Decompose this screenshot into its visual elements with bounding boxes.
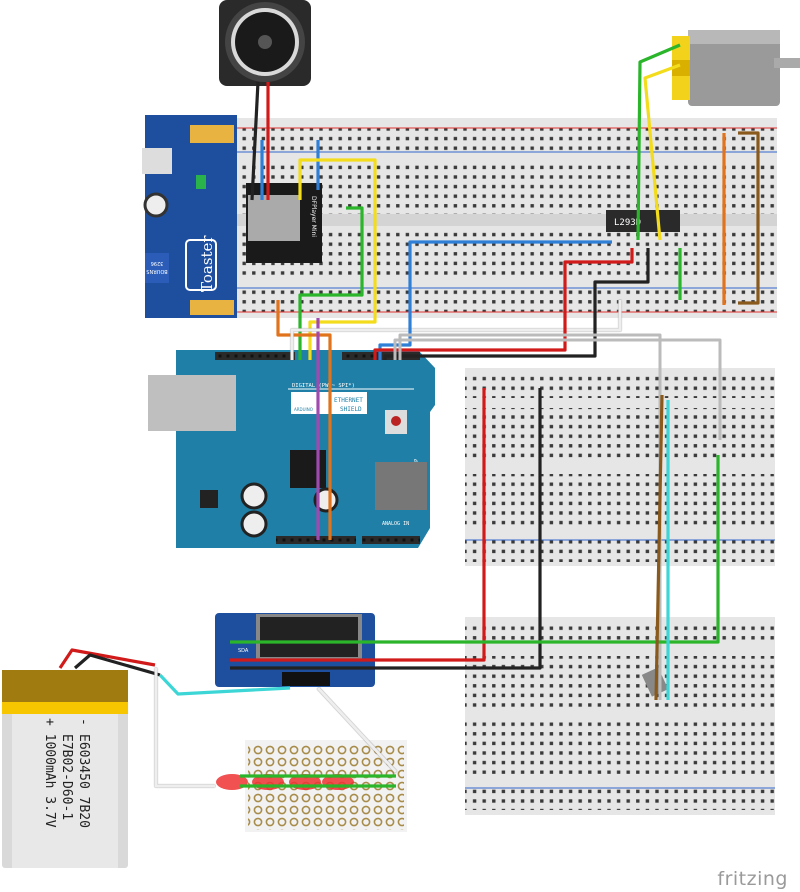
wire-brown-pot[interactable]: [654, 394, 664, 701]
l293d-label: L293D: [614, 218, 641, 228]
dc-motor[interactable]: [672, 30, 800, 106]
shield-title-2: SHIELD: [340, 406, 362, 413]
motor-wire-green[interactable]: [636, 43, 681, 241]
breadboard-top: [237, 118, 777, 318]
pot-label-model: 3296: [151, 260, 164, 266]
battery-wire-red[interactable]: [58, 648, 156, 669]
wire-orange-a[interactable]: [276, 300, 332, 540]
wire-black-l293[interactable]: [383, 248, 650, 360]
fritzing-logo: fritzing: [717, 868, 788, 890]
l293d-chip[interactable]: L293D: [606, 210, 680, 232]
battery-line-1: E603450 7B20: [76, 734, 91, 828]
battery-minus: -: [76, 718, 91, 726]
wire-white-batt[interactable]: [154, 668, 215, 788]
wire-green-oled[interactable]: [230, 455, 720, 644]
speaker-wire-black[interactable]: [250, 81, 260, 201]
arduino-brand: ARDUINO: [294, 407, 313, 412]
wire-white-oled[interactable]: [316, 686, 398, 774]
battery-line-3: + 1000mAh 3.7V: [42, 718, 57, 828]
toaster-brand: Toaster: [198, 235, 216, 292]
oled-sda-label: SDA: [238, 648, 249, 654]
shield-title-1: ETHERNET: [334, 397, 363, 404]
grove-oled-display[interactable]: SDA: [215, 613, 375, 687]
wire-black-right[interactable]: [230, 388, 542, 670]
dfplayer-label: DFPlayer Mini: [310, 196, 317, 237]
battery-wire-black[interactable]: [73, 653, 161, 677]
wire-cyan-batt[interactable]: [158, 673, 291, 696]
battery-line-2: E7B02-D60-1: [59, 734, 74, 820]
motor-wire-yellow[interactable]: [643, 63, 681, 241]
analog-header-label: ANALOG IN: [382, 521, 409, 527]
digital-header-label: DIGITAL (PWM~ SPI*): [292, 383, 355, 389]
pot-label-brand: BOURNS: [146, 268, 167, 274]
wire-red-l293[interactable]: [373, 248, 634, 360]
speaker[interactable]: [219, 0, 311, 86]
wire-gray-long[interactable]: [393, 338, 722, 440]
wire-green-dfp[interactable]: [298, 206, 364, 360]
wire-yellow-dfp[interactable]: [298, 158, 377, 360]
lipo-battery[interactable]: - E603450 7B20 E7B02-D60-1 + 1000mAh 3.7…: [2, 670, 128, 868]
wire-red-right[interactable]: [230, 388, 486, 662]
wire-white-a[interactable]: [290, 300, 622, 360]
wire-brown-rail[interactable]: [738, 131, 760, 305]
wires: [58, 43, 760, 788]
breadboard-right-upper: [465, 368, 775, 566]
arduino-ethernet-shield[interactable]: DIGITAL (PWM~ SPI*) ARDUINO ETHERNET SHI…: [148, 350, 435, 548]
dfplayer-mini[interactable]: DFPlayer Mini: [246, 183, 322, 263]
toaster-power-board[interactable]: BOURNS 3296 Toaster: [142, 115, 237, 318]
breadboard-right-lower: [465, 617, 775, 815]
